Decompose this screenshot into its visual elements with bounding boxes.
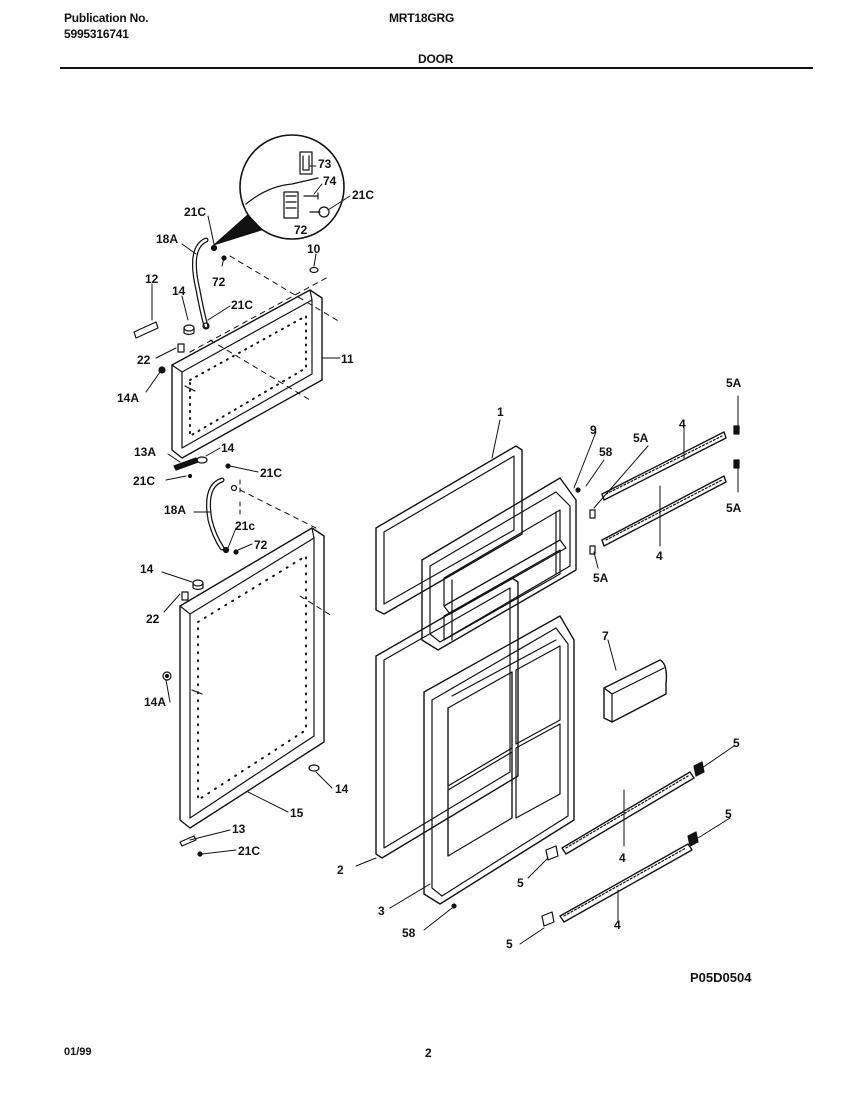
publication-number: 5995316741	[64, 27, 129, 41]
page-number: 2	[425, 1046, 432, 1060]
callout-label: 7	[602, 629, 609, 643]
callout-label: 21c	[235, 519, 255, 533]
callout-label: 22	[146, 612, 160, 626]
callout-label: 5A	[726, 376, 742, 390]
callout-label: 5A	[633, 431, 649, 445]
callout-label: 14	[172, 284, 186, 298]
callout-label: 14A	[144, 695, 166, 709]
callout-label: 3	[378, 904, 385, 918]
publication-label: Publication No.	[64, 11, 149, 25]
fresh-food-door-frame	[162, 527, 333, 857]
section-title: DOOR	[418, 52, 454, 66]
callout-label: 74	[323, 174, 337, 188]
callout-label: 5	[733, 736, 740, 750]
callout-label: 5	[506, 937, 513, 951]
callout-label: 73	[318, 157, 332, 171]
diagram-code: P05D0504	[690, 970, 752, 985]
freezer-gasket	[375, 445, 523, 615]
callout-label: 21C	[231, 298, 253, 312]
callout-label: 21C	[260, 466, 282, 480]
callout-label: 12	[145, 272, 159, 286]
freezer-door-frame	[171, 255, 341, 459]
callout-label: 4	[656, 549, 663, 563]
callout-label: 13A	[134, 445, 156, 459]
callout-label: 18A	[156, 232, 178, 246]
freezer-shelf-bars	[589, 425, 740, 555]
callout-label: 14	[221, 441, 235, 455]
callout-label: 4	[679, 417, 686, 431]
fresh-food-door-liner	[423, 615, 575, 909]
callout-label: 5A	[726, 501, 742, 515]
callout-label: 21C	[238, 844, 260, 858]
lower-handle	[206, 477, 321, 555]
callout-label: 1	[497, 405, 504, 419]
callout-label: 21C	[352, 188, 374, 202]
callout-label: 11	[341, 352, 354, 366]
callout-label: 13	[232, 822, 246, 836]
callout-label: 18A	[164, 503, 186, 517]
fresh-food-shelf-bars	[541, 761, 705, 927]
callout-labels: 73 74 21C 72 21C 18A 10 72 12 14 21C 22 …	[117, 157, 742, 951]
callout-label: 58	[599, 445, 613, 459]
model-number: MRT18GRG	[389, 11, 455, 25]
callout-label: 14	[335, 782, 349, 796]
detail-inset	[212, 134, 345, 246]
callout-label: 14A	[117, 391, 139, 405]
dairy-door-cover	[603, 659, 668, 723]
callout-label: 5	[517, 876, 524, 890]
callout-label: 21C	[184, 205, 206, 219]
callout-label: 72	[254, 538, 268, 552]
leader-lines	[145, 165, 739, 945]
callout-label: 4	[619, 851, 626, 865]
callout-label: 2	[337, 863, 344, 877]
callout-label: 5A	[593, 571, 609, 585]
callout-label: 58	[402, 926, 416, 940]
fresh-food-gasket	[375, 577, 519, 859]
callout-label: 72	[294, 223, 308, 237]
callout-label: 9	[590, 423, 597, 437]
callout-label: 15	[290, 806, 304, 820]
callout-label: 14	[140, 562, 154, 576]
callout-label: 72	[212, 275, 226, 289]
callout-label: 21C	[133, 474, 155, 488]
callout-label: 5	[725, 807, 732, 821]
callout-label: 22	[137, 353, 151, 367]
callout-label: 10	[307, 242, 321, 256]
header-rule	[60, 67, 813, 69]
footer-date: 01/99	[64, 1046, 92, 1058]
callout-label: 4	[614, 918, 621, 932]
